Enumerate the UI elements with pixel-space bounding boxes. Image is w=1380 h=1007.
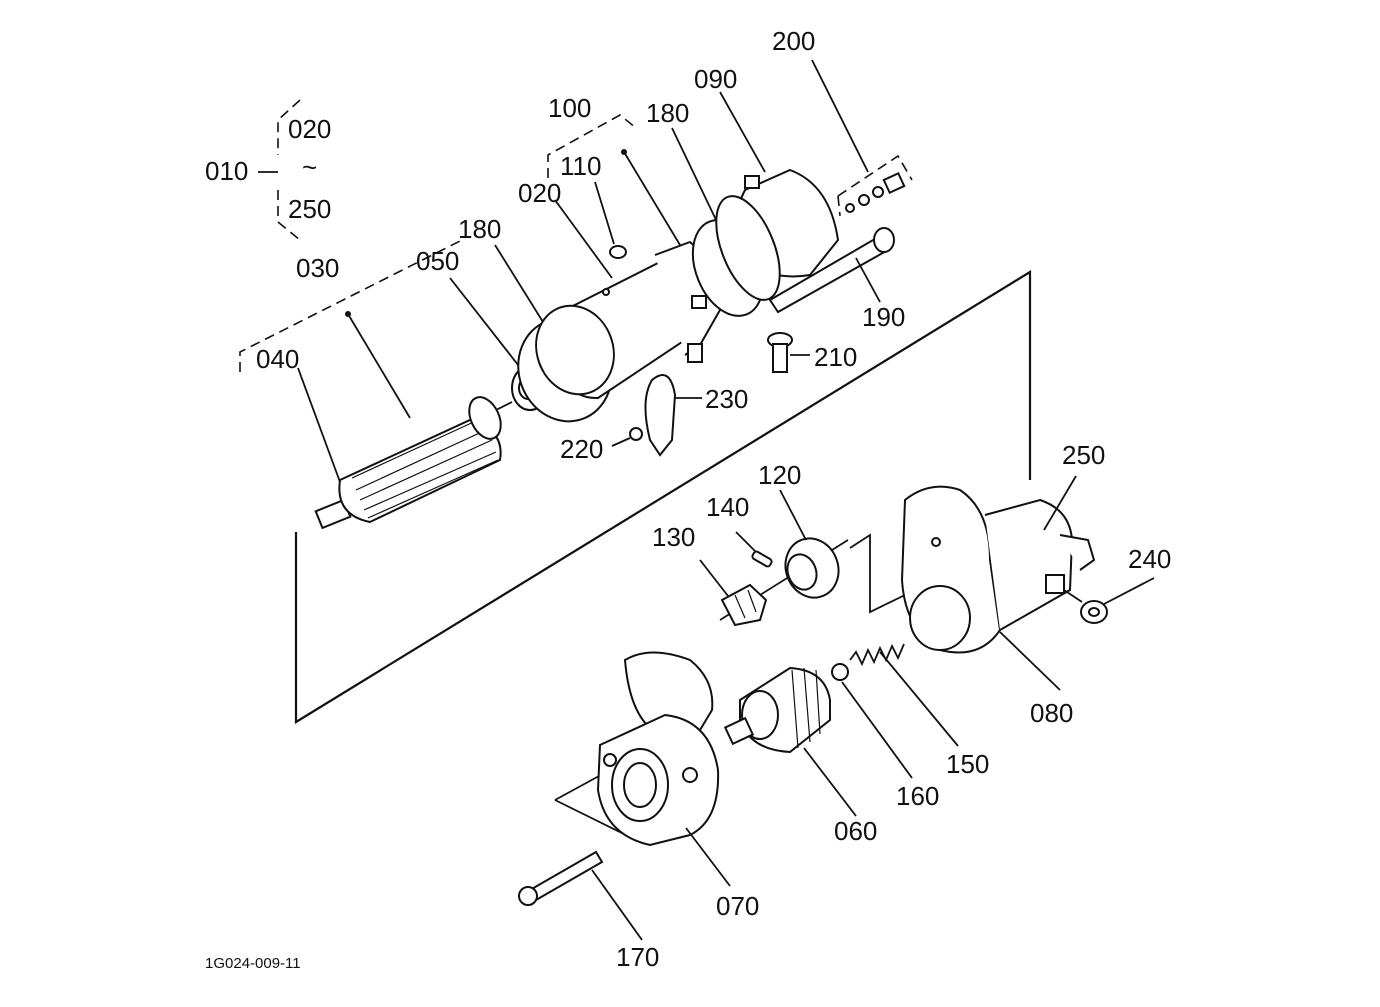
label-250: 250 <box>1062 440 1105 470</box>
subassembly-bracket-030 <box>239 239 463 372</box>
leader-050 <box>449 277 523 371</box>
nut-220 <box>629 427 643 441</box>
label-130: 130 <box>652 522 695 552</box>
label-080: 080 <box>1030 698 1073 728</box>
retainer-130 <box>720 583 768 627</box>
label-190: 190 <box>862 302 905 332</box>
leader-040 <box>297 367 341 483</box>
leader-110 <box>594 181 615 245</box>
leader-180-right <box>671 127 719 225</box>
nut-240 <box>1063 589 1108 624</box>
leader-170 <box>591 869 643 941</box>
leader-140 <box>735 531 757 553</box>
leader-200 <box>811 59 869 173</box>
rear-cover-090 <box>715 168 840 301</box>
label-180-left: 180 <box>458 214 501 244</box>
label-240: 240 <box>1128 544 1171 574</box>
leader-190 <box>855 257 881 303</box>
leader-220 <box>611 437 631 447</box>
brush-holder-230 <box>644 374 677 457</box>
leader-130 <box>699 559 729 597</box>
label-040: 040 <box>256 344 299 374</box>
leader-020 <box>554 199 613 279</box>
label-100: 100 <box>548 93 591 123</box>
overrunning-clutch-060 <box>723 666 831 754</box>
leader-160 <box>841 681 913 779</box>
label-120: 120 <box>758 460 801 490</box>
range-separator: ~ <box>302 152 317 182</box>
solenoid-housing-080 <box>900 485 1096 654</box>
leader-030 <box>347 313 411 419</box>
leader-090 <box>719 91 766 173</box>
part-110 <box>609 245 627 259</box>
label-010: 010 <box>205 156 248 186</box>
leader-080 <box>999 631 1061 691</box>
label-150: 150 <box>946 749 989 779</box>
ball-160 <box>831 663 849 681</box>
label-210: 210 <box>814 342 857 372</box>
leader-150 <box>879 651 959 747</box>
leader-180-left <box>494 244 549 331</box>
group-bracket-010 <box>258 99 301 241</box>
label-220: 220 <box>560 434 603 464</box>
bolt-170 <box>518 850 604 906</box>
label-020-range-start: 020 <box>288 114 331 144</box>
label-180-right: 180 <box>646 98 689 128</box>
pinion-gear-120 <box>784 537 840 599</box>
front-bracket-070 <box>596 651 720 847</box>
leader-240 <box>1103 577 1155 605</box>
label-050: 050 <box>416 246 459 276</box>
leader-250 <box>1043 475 1077 531</box>
leader-070 <box>685 827 731 887</box>
leader-060 <box>803 747 857 817</box>
label-090: 090 <box>694 64 737 94</box>
yoke-020 <box>535 240 722 400</box>
label-060: 060 <box>834 816 877 846</box>
label-070: 070 <box>716 891 759 921</box>
label-230: 230 <box>705 384 748 414</box>
label-160: 160 <box>896 781 939 811</box>
leader-100 <box>623 151 681 246</box>
bracket-200 <box>837 154 913 197</box>
label-110: 110 <box>560 151 601 181</box>
leader-120 <box>779 489 807 541</box>
screw-210 <box>767 332 793 373</box>
drawing-code: 1G024-009-11 <box>205 955 301 972</box>
label-030: 030 <box>296 253 339 283</box>
label-140: 140 <box>706 492 749 522</box>
spring-150 <box>849 643 905 667</box>
label-250-range-end: 250 <box>288 194 331 224</box>
through-bolt-190 <box>768 227 895 314</box>
screw-set-200 <box>845 171 906 213</box>
armature-040 <box>314 396 513 530</box>
label-170: 170 <box>616 942 659 972</box>
pin-140 <box>751 550 773 568</box>
subassembly-bracket-100 <box>547 114 637 178</box>
label-200: 200 <box>772 26 815 56</box>
label-020: 020 <box>518 178 561 208</box>
